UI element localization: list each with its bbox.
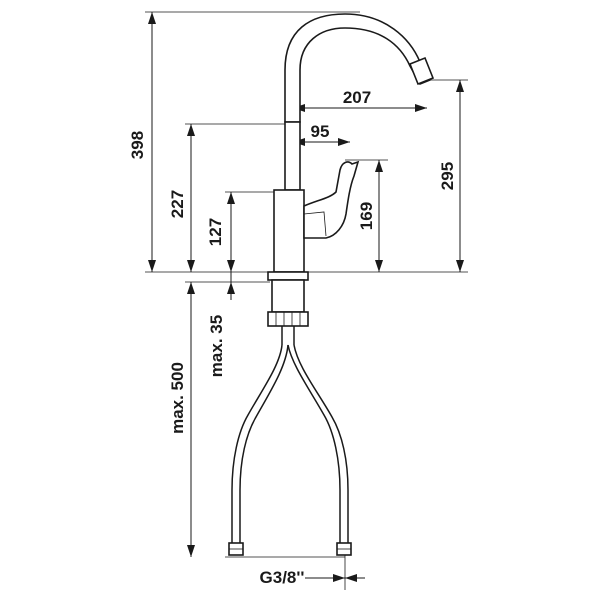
hose-left	[231, 344, 283, 545]
dim-127-label: 127	[206, 218, 225, 246]
base-ring	[267, 271, 309, 281]
dim-169-label: 169	[357, 202, 376, 230]
column-upper	[284, 121, 301, 191]
dim-max500-label: max. 500	[168, 362, 187, 434]
dim-398-label: 398	[128, 131, 147, 159]
shank	[271, 279, 305, 313]
dimension-lines	[148, 12, 464, 582]
faucet	[228, 13, 435, 556]
dim-227-label: 227	[168, 190, 187, 218]
thread-size-label: G3/8''	[260, 568, 305, 587]
dim-95-label: 95	[311, 122, 330, 141]
faucet-body	[273, 189, 305, 273]
extension-lines	[145, 11, 468, 590]
mount-nut	[267, 311, 309, 327]
hose-right	[287, 344, 341, 545]
dim-295-label: 295	[438, 162, 457, 190]
dim-max35-label: max. 35	[207, 315, 226, 377]
dim-207-label: 207	[343, 88, 371, 107]
lever-handle	[303, 160, 360, 239]
spout-tip	[408, 56, 435, 86]
